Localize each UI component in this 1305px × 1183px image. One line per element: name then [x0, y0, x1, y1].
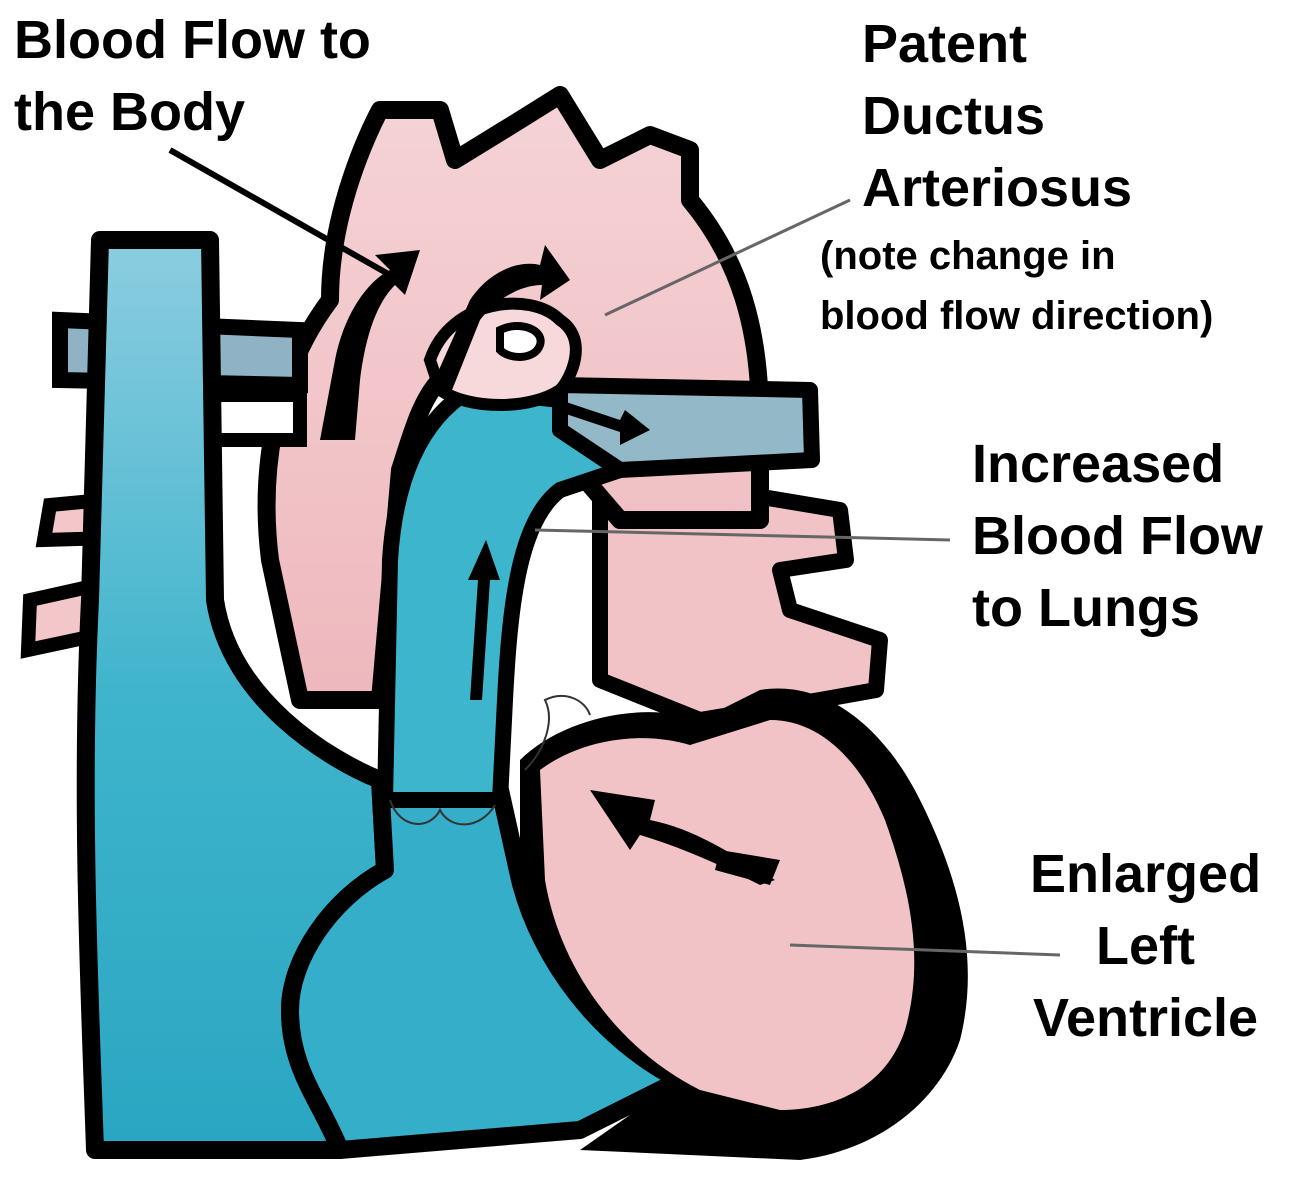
ductus-loop-inner	[500, 326, 541, 357]
label-line: the Body	[14, 76, 371, 148]
label-line: Left	[1030, 910, 1261, 982]
label-line: Patent	[862, 8, 1132, 80]
label-line: Enlarged	[1030, 838, 1261, 910]
label-pda-note: (note change in blood flow direction)	[820, 226, 1213, 346]
label-patent-ductus-arteriosus: Patent Ductus Arteriosus	[862, 8, 1132, 224]
label-line: Arteriosus	[862, 152, 1132, 224]
label-line: Blood Flow	[972, 500, 1263, 572]
label-line: Increased	[972, 428, 1263, 500]
label-line: Blood Flow to	[14, 4, 371, 76]
label-line: (note change in	[820, 226, 1213, 286]
label-enlarged-left-ventricle: Enlarged Left Ventricle	[1030, 838, 1261, 1054]
label-line: Ductus	[862, 80, 1132, 152]
label-line: blood flow direction)	[820, 286, 1213, 346]
label-line: Ventricle	[1030, 982, 1261, 1054]
label-line: to Lungs	[972, 572, 1263, 644]
label-blood-flow-to-body: Blood Flow to the Body	[14, 4, 371, 148]
label-increased-blood-flow-to-lungs: Increased Blood Flow to Lungs	[972, 428, 1263, 644]
left-pulmonary-artery	[560, 385, 812, 470]
